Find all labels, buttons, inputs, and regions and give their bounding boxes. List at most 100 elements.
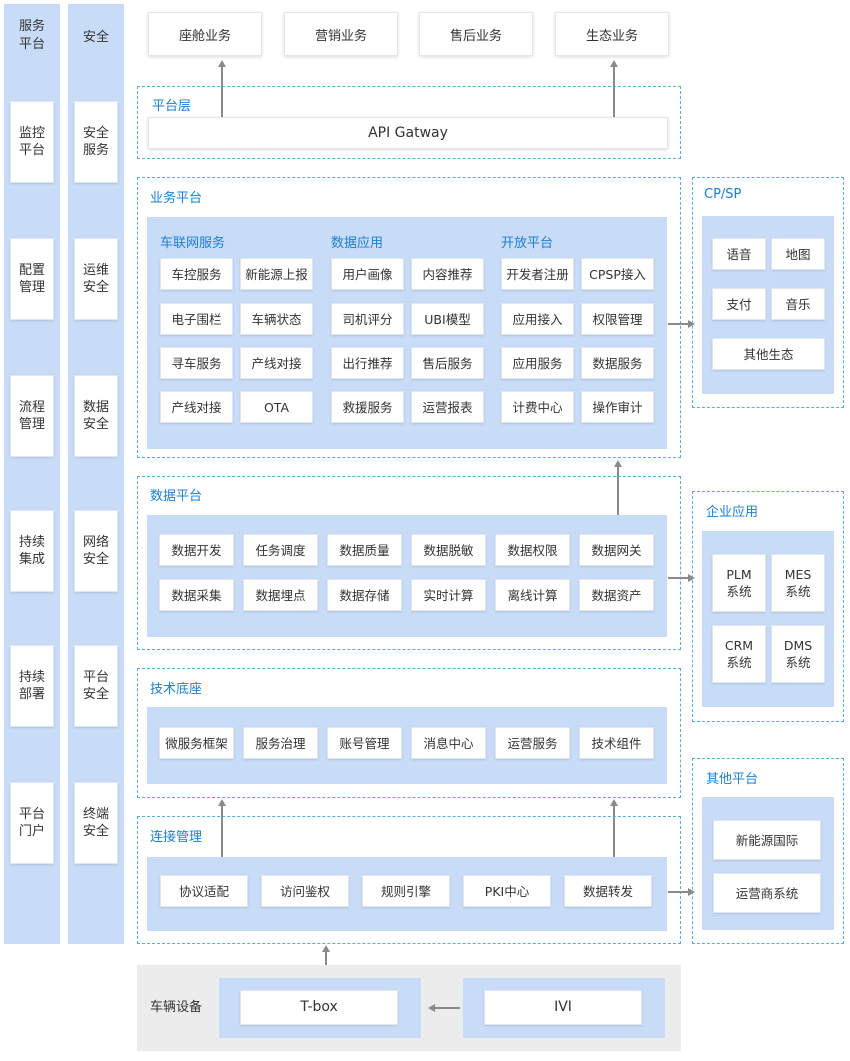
data-app-item-4[interactable]: 出行推荐 <box>331 347 404 379</box>
arrow-line-ivi-to-tbox <box>434 1007 460 1009</box>
arrow-head-cockpit <box>218 60 226 67</box>
data-app-item-5[interactable]: 售后服务 <box>411 347 484 379</box>
left-item-ops-security[interactable]: 运维 安全 <box>74 238 118 320</box>
left-item-security-service[interactable]: 安全 服务 <box>74 101 118 183</box>
cpsp-item-other[interactable]: 其他生态 <box>712 338 825 370</box>
iov-item-3[interactable]: 车辆状态 <box>240 303 313 335</box>
conn-item-3[interactable]: PKI中心 <box>463 875 551 907</box>
open-item-6[interactable]: 计费中心 <box>501 391 574 423</box>
arrow-head-ivi-to-tbox <box>428 1004 435 1012</box>
group-title-data-app: 数据应用 <box>331 236 384 251</box>
connection-frame <box>137 816 681 944</box>
data-item-10[interactable]: 离线计算 <box>495 579 570 611</box>
cpsp-item-1[interactable]: 地图 <box>771 238 825 270</box>
iov-item-1[interactable]: 新能源上报 <box>240 258 313 290</box>
enterprise-item-0[interactable]: PLM 系统 <box>712 554 766 612</box>
tbox-box[interactable]: T-box <box>240 990 398 1025</box>
open-item-2[interactable]: 应用接入 <box>501 303 574 335</box>
left-item-platform-security[interactable]: 平台 安全 <box>74 645 118 727</box>
arrow-line-vehicle-to-conn <box>325 951 327 977</box>
arrow-line-conn-right <box>613 805 615 860</box>
cpsp-item-0[interactable]: 语音 <box>712 238 766 270</box>
data-app-item-7[interactable]: 运营报表 <box>411 391 484 423</box>
left-item-portal[interactable]: 平台 门户 <box>10 782 54 864</box>
arrow-line-conn-left <box>221 805 223 860</box>
iov-item-7[interactable]: OTA <box>240 391 313 423</box>
enterprise-item-3[interactable]: DMS 系统 <box>771 625 825 683</box>
tech-item-1[interactable]: 服务治理 <box>243 727 318 759</box>
data-app-item-1[interactable]: 内容推荐 <box>411 258 484 290</box>
data-app-item-3[interactable]: UBI模型 <box>411 303 484 335</box>
data-app-item-2[interactable]: 司机评分 <box>331 303 404 335</box>
data-item-9[interactable]: 实时计算 <box>411 579 486 611</box>
platform-layer-frame <box>137 86 681 159</box>
conn-item-0[interactable]: 协议适配 <box>160 875 248 907</box>
arrow-line-to-other <box>668 891 690 893</box>
arrow-line-ecosystem <box>613 66 615 118</box>
open-item-7[interactable]: 操作审计 <box>581 391 654 423</box>
enterprise-item-1[interactable]: MES 系统 <box>771 554 825 612</box>
other-item-1[interactable]: 运营商系统 <box>713 873 821 913</box>
security-header: 安全 <box>82 30 109 45</box>
other-item-0[interactable]: 新能源国际 <box>713 820 821 860</box>
data-item-8[interactable]: 数据存储 <box>327 579 402 611</box>
ivi-box[interactable]: IVI <box>484 990 642 1025</box>
data-platform-title: 数据平台 <box>150 489 203 504</box>
data-item-0[interactable]: 数据开发 <box>159 534 234 566</box>
data-item-4[interactable]: 数据权限 <box>495 534 570 566</box>
left-item-monitor[interactable]: 监控 平台 <box>10 101 54 183</box>
cpsp-item-2[interactable]: 支付 <box>712 288 766 320</box>
arrow-head-to-other <box>688 888 695 896</box>
arrow-head-vehicle-to-conn <box>322 945 330 952</box>
data-item-3[interactable]: 数据脱敏 <box>411 534 486 566</box>
enterprise-item-2[interactable]: CRM 系统 <box>712 625 766 683</box>
left-item-cd[interactable]: 持续 部署 <box>10 645 54 727</box>
iov-item-0[interactable]: 车控服务 <box>160 258 233 290</box>
top-business-aftersales[interactable]: 售后业务 <box>419 12 533 56</box>
iov-item-6[interactable]: 产线对接 <box>160 391 233 423</box>
top-business-ecosystem[interactable]: 生态业务 <box>555 12 669 56</box>
left-item-config[interactable]: 配置 管理 <box>10 238 54 320</box>
data-item-2[interactable]: 数据质量 <box>327 534 402 566</box>
left-item-data-security[interactable]: 数据 安全 <box>74 375 118 457</box>
left-item-network-security[interactable]: 网络 安全 <box>74 510 118 592</box>
data-app-item-0[interactable]: 用户画像 <box>331 258 404 290</box>
tech-item-4[interactable]: 运营服务 <box>495 727 570 759</box>
data-app-item-6[interactable]: 救援服务 <box>331 391 404 423</box>
arrow-head-data-to-business <box>614 460 622 467</box>
arrow-head-to-enterprise <box>688 574 695 582</box>
arrow-line-cockpit <box>221 66 223 118</box>
conn-item-4[interactable]: 数据转发 <box>564 875 652 907</box>
open-item-5[interactable]: 数据服务 <box>581 347 654 379</box>
iov-item-4[interactable]: 寻车服务 <box>160 347 233 379</box>
iov-item-5[interactable]: 产线对接 <box>240 347 313 379</box>
iov-item-2[interactable]: 电子围栏 <box>160 303 233 335</box>
top-business-cockpit[interactable]: 座舱业务 <box>148 12 262 56</box>
open-item-1[interactable]: CPSP接入 <box>581 258 654 290</box>
tech-item-0[interactable]: 微服务框架 <box>159 727 234 759</box>
enterprise-frame <box>692 491 844 722</box>
left-item-process[interactable]: 流程 管理 <box>10 375 54 457</box>
tech-base-title: 技术底座 <box>150 682 203 697</box>
data-item-11[interactable]: 数据资产 <box>579 579 654 611</box>
left-item-ci[interactable]: 持续 集成 <box>10 510 54 592</box>
data-item-7[interactable]: 数据埋点 <box>243 579 318 611</box>
open-item-0[interactable]: 开发者注册 <box>501 258 574 290</box>
tech-item-5[interactable]: 技术组件 <box>579 727 654 759</box>
top-business-marketing[interactable]: 营销业务 <box>284 12 398 56</box>
tech-item-3[interactable]: 消息中心 <box>411 727 486 759</box>
cpsp-item-3[interactable]: 音乐 <box>771 288 825 320</box>
open-item-3[interactable]: 权限管理 <box>581 303 654 335</box>
platform-layer-title: 平台层 <box>152 99 192 114</box>
data-item-5[interactable]: 数据网关 <box>579 534 654 566</box>
tech-item-2[interactable]: 账号管理 <box>327 727 402 759</box>
conn-item-2[interactable]: 规则引擎 <box>362 875 450 907</box>
data-item-6[interactable]: 数据采集 <box>159 579 234 611</box>
api-gateway[interactable]: API Gatway <box>148 117 668 149</box>
service-platform-header: 服务 平台 <box>18 19 45 52</box>
group-title-iov: 车联网服务 <box>160 236 226 251</box>
left-item-terminal-security[interactable]: 终端 安全 <box>74 782 118 864</box>
conn-item-1[interactable]: 访问鉴权 <box>261 875 349 907</box>
open-item-4[interactable]: 应用服务 <box>501 347 574 379</box>
data-item-1[interactable]: 任务调度 <box>243 534 318 566</box>
